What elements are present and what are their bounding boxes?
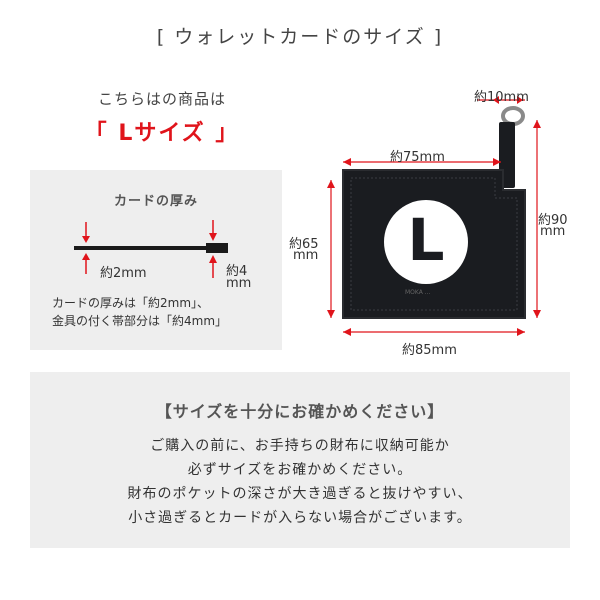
dim-75mm-arrow-left bbox=[343, 158, 351, 166]
dim-65mm-label-line1: 約65 bbox=[289, 237, 319, 252]
key-ring-icon bbox=[501, 106, 525, 126]
dim-90mm-arrow-bottom bbox=[533, 310, 541, 318]
wallet-stitching bbox=[350, 177, 518, 311]
arrowhead-bottom-2mm bbox=[82, 253, 90, 260]
dim-2mm-label: 約2mm bbox=[100, 266, 147, 281]
dim-65mm-arrow-top bbox=[327, 180, 335, 188]
arrowhead-bottom-4mm bbox=[209, 255, 217, 263]
size-label: 「 Lサイズ 」 bbox=[84, 121, 240, 146]
note-line-1: カードの厚みは「約2mm」、 bbox=[52, 296, 210, 310]
intro-text: こちらはの商品は bbox=[97, 90, 226, 108]
dim-85mm-arrow-right bbox=[517, 328, 525, 336]
dim-75mm-arrow-right bbox=[493, 158, 501, 166]
arrowhead-top-4mm bbox=[209, 233, 217, 241]
notice-body: ご購入の前に、お手持ちの財布に収納可能か 必ずサイズをお確かめください。 財布の… bbox=[30, 434, 570, 530]
card-thickness-panel: カードの厚み 約2mm 約4 mm カードの厚みは「約2mm」、 金具の付く帯部… bbox=[30, 170, 282, 350]
dim-10mm-arrow-right bbox=[517, 96, 523, 104]
dim-90mm-arrow-top bbox=[533, 120, 541, 128]
size-badge-letter: L bbox=[407, 206, 445, 274]
dim-85mm-arrow-left bbox=[343, 328, 351, 336]
notice-line: 必ずサイズをお確かめください。 bbox=[187, 462, 413, 478]
card-thickness-note: カードの厚みは「約2mm」、 金具の付く帯部分は「約4mm」 bbox=[52, 294, 227, 330]
notice-line: 小さ過ぎるとカードが入らない場合がございます。 bbox=[128, 510, 472, 526]
embossed-brand-text: MOKA ... bbox=[405, 289, 431, 296]
card-thickness-diagram bbox=[74, 220, 228, 278]
notice-panel: 【サイズを十分にお確かめください】 ご購入の前に、お手持ちの財布に収納可能か 必… bbox=[30, 372, 570, 548]
dim-4mm-label-line2: mm bbox=[226, 276, 252, 291]
dim-90mm-label-line1: 約90 bbox=[538, 213, 568, 228]
dim-4mm-label-line1: 約4 bbox=[226, 264, 248, 279]
note-line-2: 金具の付く帯部分は「約4mm」 bbox=[52, 314, 228, 328]
notice-line: 財布のポケットの深さが大き過ぎると抜けやすい、 bbox=[127, 486, 473, 502]
dim-65mm-label-line2: mm bbox=[293, 248, 319, 263]
notice-heading: 【サイズを十分にお確かめください】 bbox=[155, 402, 445, 421]
card-strap-block bbox=[206, 243, 228, 253]
dim-10mm-arrow-left bbox=[493, 96, 499, 104]
arrowhead-top-2mm bbox=[82, 236, 90, 243]
size-badge-circle bbox=[384, 200, 468, 284]
wallet-card-diagram bbox=[327, 96, 541, 336]
card-thickness-heading: カードの厚み bbox=[113, 194, 198, 209]
page-title: [ ウォレットカードのサイズ ] bbox=[156, 26, 444, 48]
dim-65mm-arrow-bottom bbox=[327, 310, 335, 318]
dim-75mm-label: 約75mm bbox=[390, 150, 445, 165]
dim-90mm-label-line2: mm bbox=[540, 224, 566, 239]
notice-line: ご購入の前に、お手持ちの財布に収納可能か bbox=[150, 438, 450, 454]
dim-10mm-label: 約10mm bbox=[474, 90, 529, 105]
dim-85mm-label: 約85mm bbox=[402, 343, 457, 358]
